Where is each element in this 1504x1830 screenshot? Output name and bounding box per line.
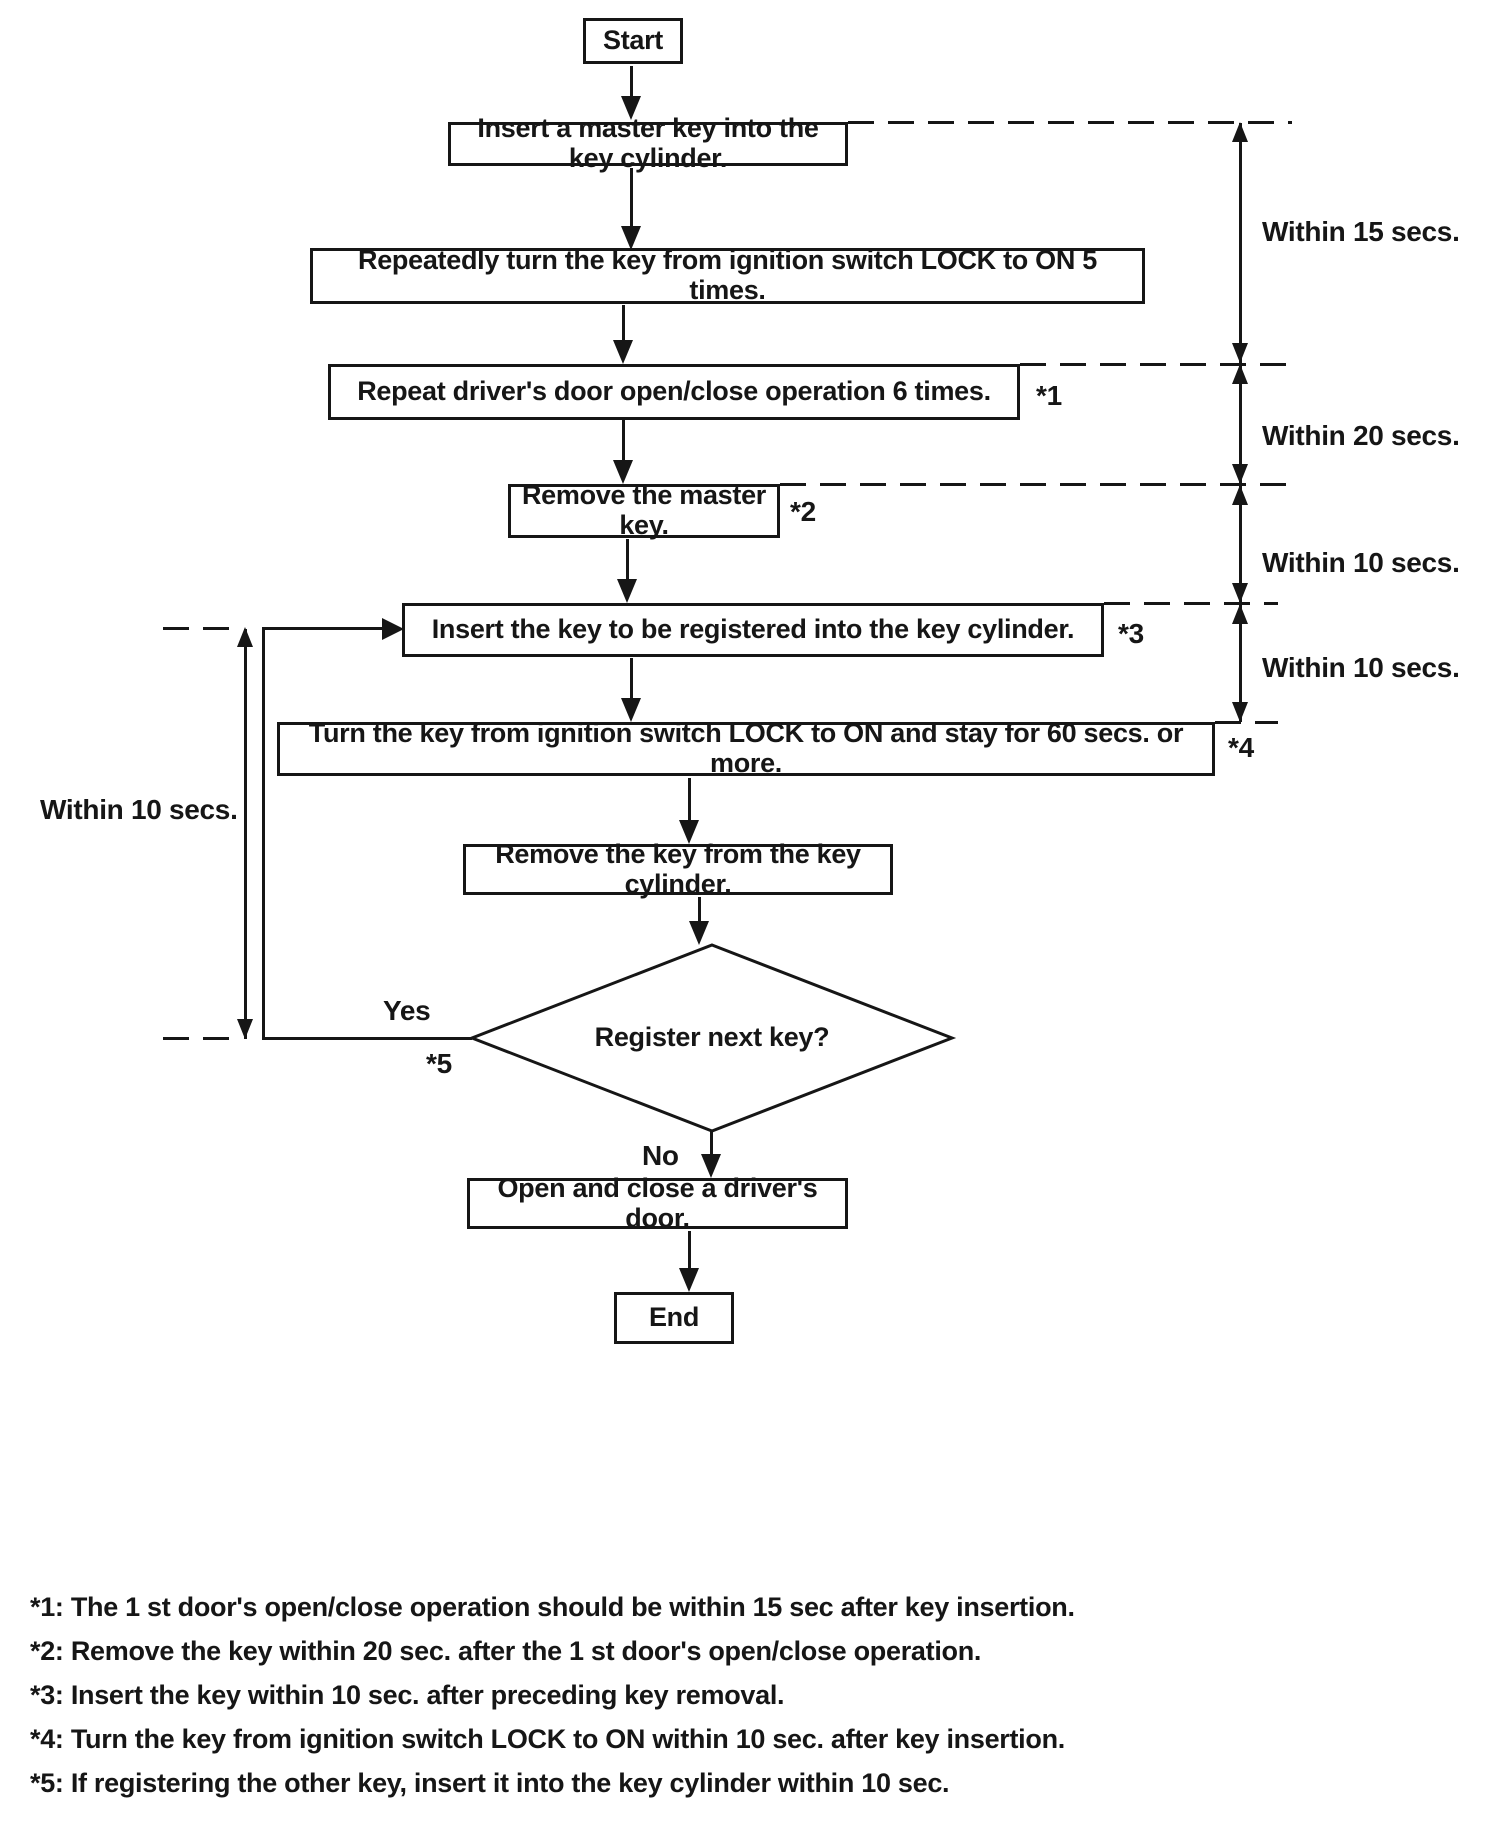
dimension-dashed-line [1104,602,1278,605]
arrow-down-icon [621,226,641,250]
footnote-1: *1: The 1 st door's open/close operation… [30,1592,1075,1622]
dimension-line-right-3 [1239,485,1242,603]
footnote-ref-4: *4 [1228,732,1254,763]
arrow-down-icon [613,340,633,364]
yes-branch-label: Yes [383,995,431,1026]
dimension-line-right-1 [1239,123,1242,363]
dimension-line-right-2 [1239,364,1242,484]
arrow-up-icon [1232,122,1248,142]
footnote-ref-1: *1 [1036,380,1062,411]
arrow-down-icon [1232,464,1248,484]
dimension-dashed-line [1215,721,1278,724]
arrow-up-icon [237,627,253,647]
no-branch-label: No [642,1140,679,1171]
flow-arrow-line [688,1231,691,1270]
decision-label: Register next key? [594,1022,830,1052]
flow-node-turn-key-5-times: Repeatedly turn the key from ignition sw… [310,245,1145,305]
footnote-5: *5: If registering the other key, insert… [30,1768,950,1798]
flow-node-end: End [614,1292,734,1344]
flow-arrow-line [698,897,701,925]
timing-label-right-4: Within 10 secs. [1262,652,1460,683]
arrow-down-icon [1232,343,1248,363]
footnote-ref-2: *2 [790,496,816,527]
flow-node-remove-master-key: Remove the master key. [508,480,780,540]
dimension-dashed-line [780,483,1292,486]
arrow-down-icon [701,1154,721,1178]
dimension-dashed-line [848,121,1292,124]
flow-node-turn-key-stay-60-secs: Turn the key from ignition switch LOCK t… [277,718,1215,778]
footnote-ref-3: *3 [1118,618,1144,649]
arrow-down-icon [679,820,699,844]
arrow-up-icon [1232,604,1248,624]
dimension-dashed-line [163,627,239,630]
loop-return-line [262,629,265,1040]
timing-label-left: Within 10 secs. [40,794,238,825]
footnote-3: *3: Insert the key within 10 sec. after … [30,1680,785,1710]
arrow-down-icon [617,579,637,603]
dimension-line-right-4 [1239,604,1242,722]
flow-node-insert-key-to-register: Insert the key to be registered into the… [402,603,1104,657]
footnote-4: *4: Turn the key from ignition switch LO… [30,1724,1065,1754]
dimension-dashed-line [163,1037,239,1040]
dimension-line-left [244,629,247,1039]
footnote-ref-5: *5 [426,1048,452,1079]
arrow-down-icon [689,921,709,945]
arrow-down-icon [621,698,641,722]
flow-arrow-line [622,305,625,342]
arrow-down-icon [1232,583,1248,603]
arrow-down-icon [1232,702,1248,722]
flow-arrow-line [622,420,625,462]
flow-node-open-close-door: Open and close a driver's door. [467,1173,848,1232]
arrow-down-icon [621,96,641,120]
flow-arrow-line [630,658,633,700]
flow-arrow-line [688,778,691,822]
footnotes-block: *1: The 1 st door's open/close operation… [30,1592,1250,1812]
flow-node-insert-master-key: Insert a master key into the key cylinde… [448,113,848,173]
dimension-dashed-line [1020,363,1292,366]
footnote-2: *2: Remove the key within 20 sec. after … [30,1636,982,1666]
flow-node-start: Start [583,18,683,64]
loop-bottom-line [262,1037,472,1040]
arrow-down-icon [237,1019,253,1039]
arrow-up-icon [1232,485,1248,505]
flow-arrow-line [630,168,633,228]
timing-label-right-1: Within 15 secs. [1262,216,1460,247]
arrow-up-icon [1232,364,1248,384]
timing-label-right-2: Within 20 secs. [1262,420,1460,451]
flow-arrow-line [630,66,633,100]
arrow-right-icon [382,618,404,640]
arrow-down-icon [613,460,633,484]
flow-arrow-line [626,539,629,581]
loop-top-line [262,627,384,630]
timing-label-right-3: Within 10 secs. [1262,547,1460,578]
flow-node-door-open-close-6-times: Repeat driver's door open/close operatio… [328,364,1020,420]
arrow-down-icon [679,1268,699,1292]
flow-arrow-line [710,1131,713,1156]
flow-node-remove-key: Remove the key from the key cylinder. [463,839,893,898]
